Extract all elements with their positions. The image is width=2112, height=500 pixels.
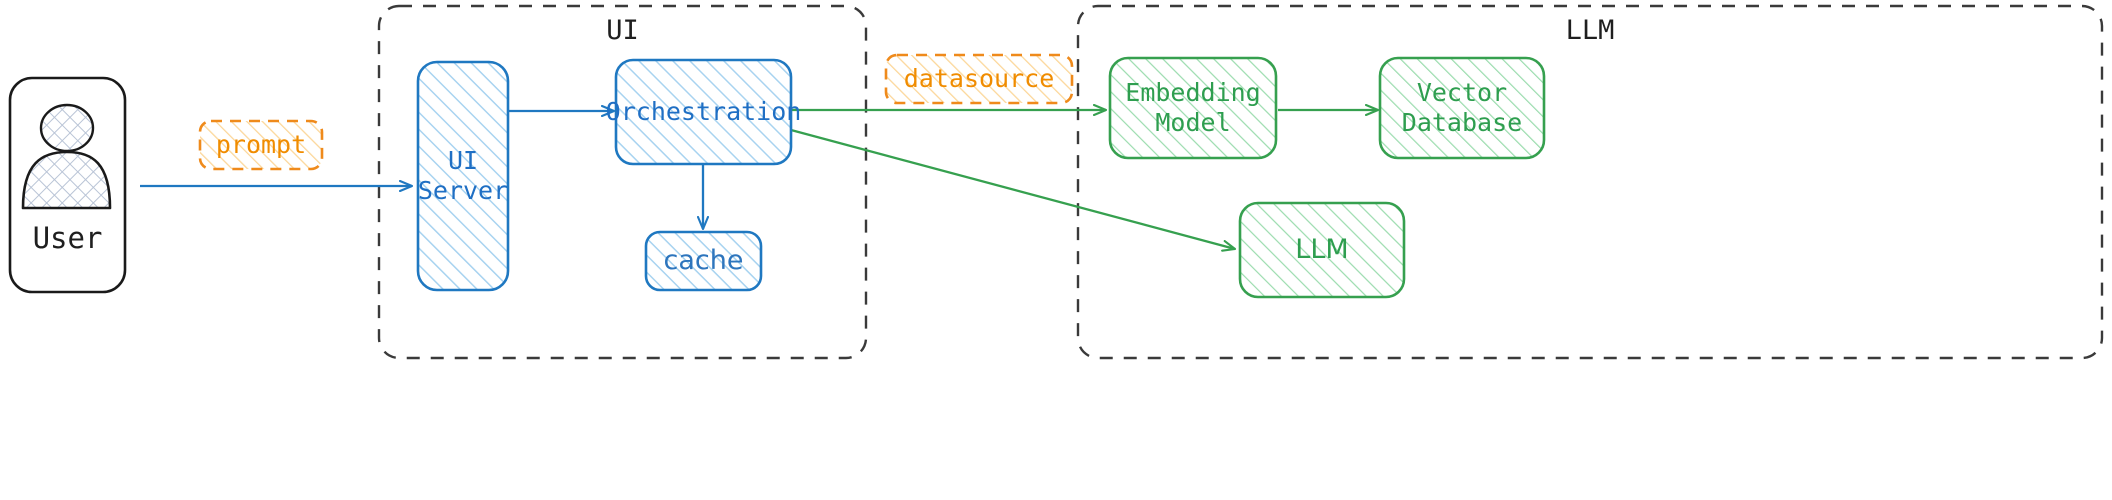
group-container-llm xyxy=(1076,4,2104,360)
group-title-llm: LLM xyxy=(1565,14,1615,46)
group-container-ui xyxy=(377,4,868,360)
edge-orchestration-to-llm xyxy=(790,128,1235,249)
node-ui-server[interactable] xyxy=(416,60,510,292)
node-label-embedding-model: Embedding Model xyxy=(1125,77,1261,138)
node-embedding-model[interactable] xyxy=(1108,56,1278,160)
note-prompt xyxy=(198,119,324,171)
node-llm[interactable] xyxy=(1238,201,1406,299)
note-label-prompt: prompt xyxy=(215,129,307,159)
person-icon-body xyxy=(21,150,112,210)
node-orchestration[interactable] xyxy=(614,58,793,166)
node-label-cache: cache xyxy=(663,244,744,276)
actor-label-user: User xyxy=(32,221,103,256)
note-datasource xyxy=(884,53,1074,105)
group-title-ui: UI xyxy=(606,14,639,46)
person-icon-head xyxy=(39,103,95,153)
actor-user[interactable] xyxy=(8,76,127,294)
note-label-datasource: datasource xyxy=(903,63,1055,93)
node-label-vector-database: Vector Database xyxy=(1401,77,1523,138)
node-cache[interactable] xyxy=(644,230,763,292)
node-label-llm: LLM xyxy=(1295,233,1349,265)
node-vector-database[interactable] xyxy=(1378,56,1546,160)
node-label-orchestration: Orchestration xyxy=(605,96,802,126)
node-label-ui-server: UI Server xyxy=(417,145,509,206)
